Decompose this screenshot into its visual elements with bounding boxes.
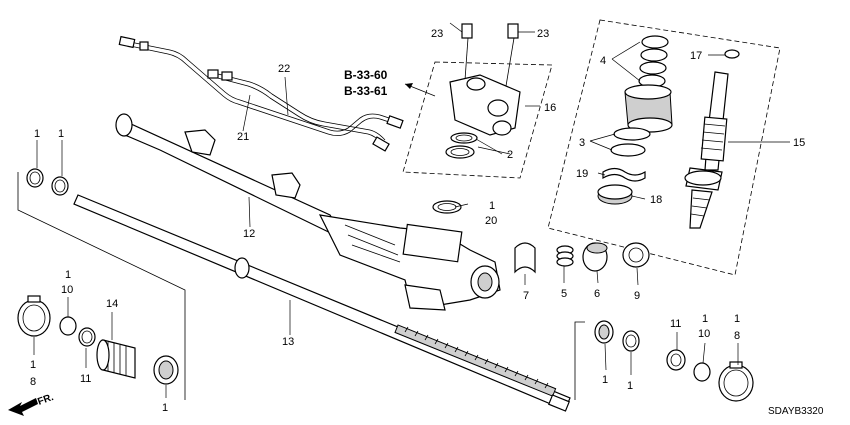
reference-b-33-61: B-33-61 <box>344 84 388 98</box>
callout-1-c: 1 <box>489 200 495 212</box>
pinion-seals <box>597 35 673 205</box>
reference-arrowhead <box>405 83 413 89</box>
left-seals <box>26 168 69 196</box>
rack-guide-7 <box>514 242 536 274</box>
callout-1-b: 1 <box>58 128 64 140</box>
callout-20: 20 <box>485 215 497 227</box>
callout-12: 12 <box>243 228 255 240</box>
callout-8-right: 8 <box>734 330 740 342</box>
locknut-9 <box>622 242 650 268</box>
steering-rack <box>73 194 571 412</box>
callout-1-h: 1 <box>627 380 633 392</box>
callout-3: 3 <box>579 137 585 149</box>
callout-2: 2 <box>507 149 513 161</box>
svg-text:FR.: FR. <box>36 392 55 408</box>
leader-lines <box>33 22 790 398</box>
pinion-group-box <box>547 19 781 276</box>
pinion-shaft <box>684 49 740 229</box>
valve-body <box>445 23 521 159</box>
feed-line-21 <box>207 69 404 152</box>
callout-5: 5 <box>561 288 567 300</box>
front-direction-arrow: FR. <box>8 392 55 416</box>
callout-1-g: 1 <box>602 374 608 386</box>
valve-body-group-box <box>402 61 553 179</box>
callout-23-b: 23 <box>537 28 549 40</box>
callout-11-right: 11 <box>670 318 681 330</box>
callout-6: 6 <box>594 288 600 300</box>
feed-line-22 <box>118 35 396 136</box>
callout-9: 9 <box>634 290 640 302</box>
callout-23-a: 23 <box>431 28 443 40</box>
callout-10-right: 10 <box>698 328 710 340</box>
diagram-code: SDAYB3320 <box>768 406 824 417</box>
boot-band-left <box>17 295 51 337</box>
left-bushing-parts <box>59 316 179 385</box>
callout-16: 16 <box>544 102 556 114</box>
callout-13: 13 <box>282 336 294 348</box>
right-seals <box>594 320 711 382</box>
callout-17: 17 <box>690 50 702 62</box>
left-group-bracket <box>17 172 186 400</box>
right-group-bracket <box>574 321 585 400</box>
boot-band-right <box>718 361 754 402</box>
o-ring-20 <box>432 200 462 214</box>
callout-1-e: 1 <box>30 359 36 371</box>
callout-4: 4 <box>600 55 606 67</box>
callout-18: 18 <box>650 194 662 206</box>
callout-7: 7 <box>523 290 529 302</box>
callout-15: 15 <box>793 137 805 149</box>
callout-1-f: 1 <box>162 402 168 414</box>
callout-19: 19 <box>576 168 588 180</box>
callout-14: 14 <box>106 298 118 310</box>
guide-screw-6 <box>582 242 608 272</box>
callout-1-a: 1 <box>34 128 40 140</box>
callout-1-j: 1 <box>734 313 740 325</box>
callout-8-left: 8 <box>30 376 36 388</box>
callout-21: 21 <box>237 131 249 143</box>
reference-b-33-60: B-33-60 <box>344 68 388 82</box>
spring-5 <box>556 245 574 267</box>
callout-1-d: 1 <box>65 269 71 281</box>
callout-22: 22 <box>278 63 290 75</box>
callout-11-left: 11 <box>80 373 91 385</box>
callout-1-i: 1 <box>702 313 708 325</box>
rack-housing <box>115 113 501 311</box>
callout-10-left: 10 <box>61 284 73 296</box>
